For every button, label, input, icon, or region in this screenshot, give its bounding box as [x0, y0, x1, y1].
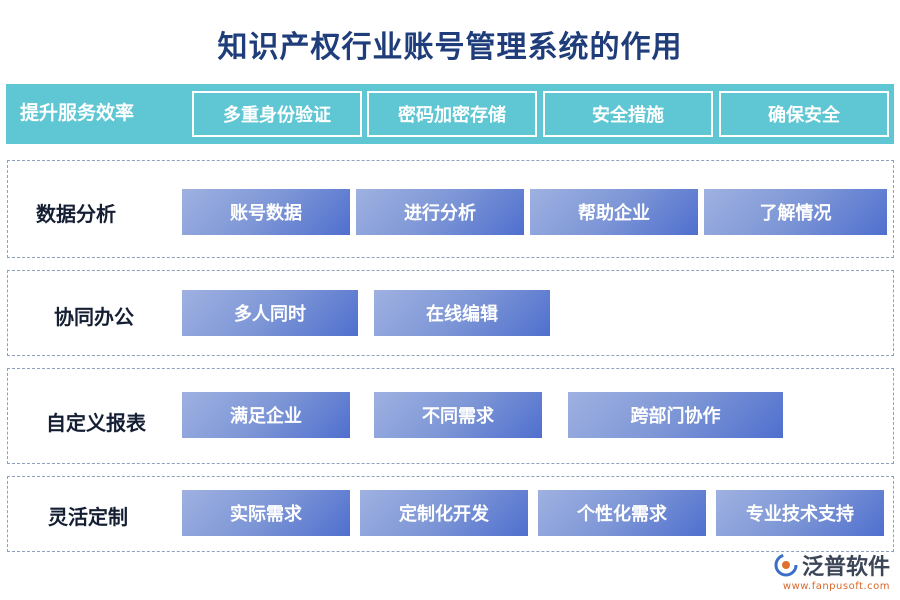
chip: 多人同时 — [182, 290, 358, 336]
chip: 了解情况 — [704, 189, 887, 235]
diagram-title: 知识产权行业账号管理系统的作用 — [217, 30, 683, 65]
chip: 实际需求 — [182, 490, 350, 536]
logo-name: 泛普软件 — [801, 555, 890, 580]
top-band: 提升服务效率 多重身份验证 密码加密存储 安全措施 确保安全 — [6, 84, 894, 144]
top-box-4: 确保安全 — [719, 91, 889, 137]
chip: 定制化开发 — [360, 490, 528, 536]
top-box-2: 密码加密存储 — [367, 91, 537, 137]
chip: 进行分析 — [356, 189, 524, 235]
chip: 个性化需求 — [538, 490, 706, 536]
section-label: 数据分析 — [36, 202, 116, 226]
chip: 满足企业 — [182, 392, 350, 438]
brand-logo: 泛普软件 www.fanpusoft.com — [774, 549, 890, 592]
section-data-analysis: 数据分析 账号数据 进行分析 帮助企业 了解情况 — [7, 160, 894, 258]
section-collaboration: 协同办公 多人同时 在线编辑 — [7, 270, 894, 356]
section-custom-reports: 自定义报表 满足企业 不同需求 跨部门协作 — [7, 368, 894, 464]
chip: 帮助企业 — [530, 189, 698, 235]
logo-icon — [774, 553, 798, 577]
chip: 在线编辑 — [374, 290, 550, 336]
section-label: 灵活定制 — [48, 505, 128, 529]
section-label: 协同办公 — [54, 305, 134, 329]
logo-url: www.fanpusoft.com — [782, 581, 890, 592]
chip: 专业技术支持 — [716, 490, 884, 536]
chip: 不同需求 — [374, 392, 542, 438]
section-label: 自定义报表 — [46, 411, 146, 435]
top-band-label: 提升服务效率 — [20, 102, 135, 124]
chip: 账号数据 — [182, 189, 350, 235]
chip: 跨部门协作 — [568, 392, 783, 438]
top-box-3: 安全措施 — [543, 91, 713, 137]
top-box-1: 多重身份验证 — [192, 91, 362, 137]
section-flexible-customization: 灵活定制 实际需求 定制化开发 个性化需求 专业技术支持 — [7, 476, 894, 552]
